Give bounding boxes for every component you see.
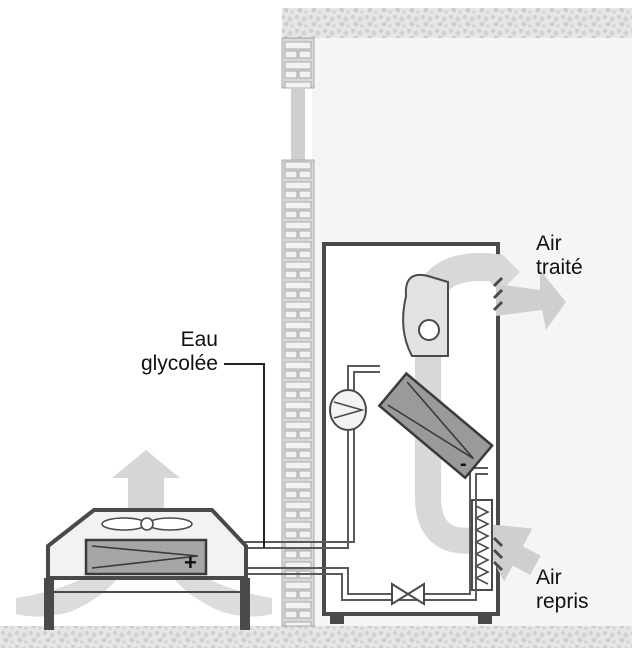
condenser-leg-right — [240, 578, 250, 630]
pipe-supply-upper — [244, 365, 380, 549]
pipe-supply-upper-inner — [244, 371, 380, 543]
supply-air-label-line1: Air — [536, 232, 562, 255]
supply-air-label: Air traité — [536, 232, 626, 280]
supply-vent — [492, 276, 504, 312]
ceiling — [282, 8, 632, 38]
indoor-unit-foot-left — [330, 612, 344, 624]
indoor-unit-foot-right — [478, 612, 492, 624]
return-air-label-line1: Air — [536, 566, 562, 589]
wall-top-block — [281, 37, 315, 89]
return-air-label: Air repris — [536, 566, 626, 614]
condenser-coil — [84, 538, 208, 576]
water-label: Eau glycolée — [118, 328, 218, 376]
condenser-exhaust-arrow — [112, 450, 180, 522]
supply-air-label-line2: traité — [536, 256, 583, 279]
supply-air-arrow — [496, 270, 566, 330]
pipe-return-lower-inner — [244, 473, 488, 601]
return-vent — [492, 536, 504, 572]
indoor-fan-hub — [418, 319, 440, 341]
condenser-leg-left — [44, 578, 54, 630]
condenser-sign: + — [184, 550, 197, 575]
indoor-fan-housing — [402, 274, 449, 357]
compressor-symbol — [333, 401, 365, 419]
internal-air-duct — [415, 330, 478, 554]
evaporator-coil — [377, 371, 494, 480]
floor-strip — [0, 626, 632, 648]
air-filter-zigzag — [474, 505, 490, 585]
expansion-valve — [391, 582, 425, 606]
water-label-line2: glycolée — [140, 352, 218, 375]
water-label-line1: Eau — [180, 328, 218, 351]
water-leader-line — [224, 363, 265, 548]
brick-wall — [281, 159, 315, 627]
evaporator-sign: - — [460, 453, 467, 475]
condenser-fan — [101, 517, 193, 531]
wall-gap-post — [291, 88, 305, 160]
compressor — [329, 389, 367, 431]
return-air-label-line2: repris — [536, 590, 589, 613]
